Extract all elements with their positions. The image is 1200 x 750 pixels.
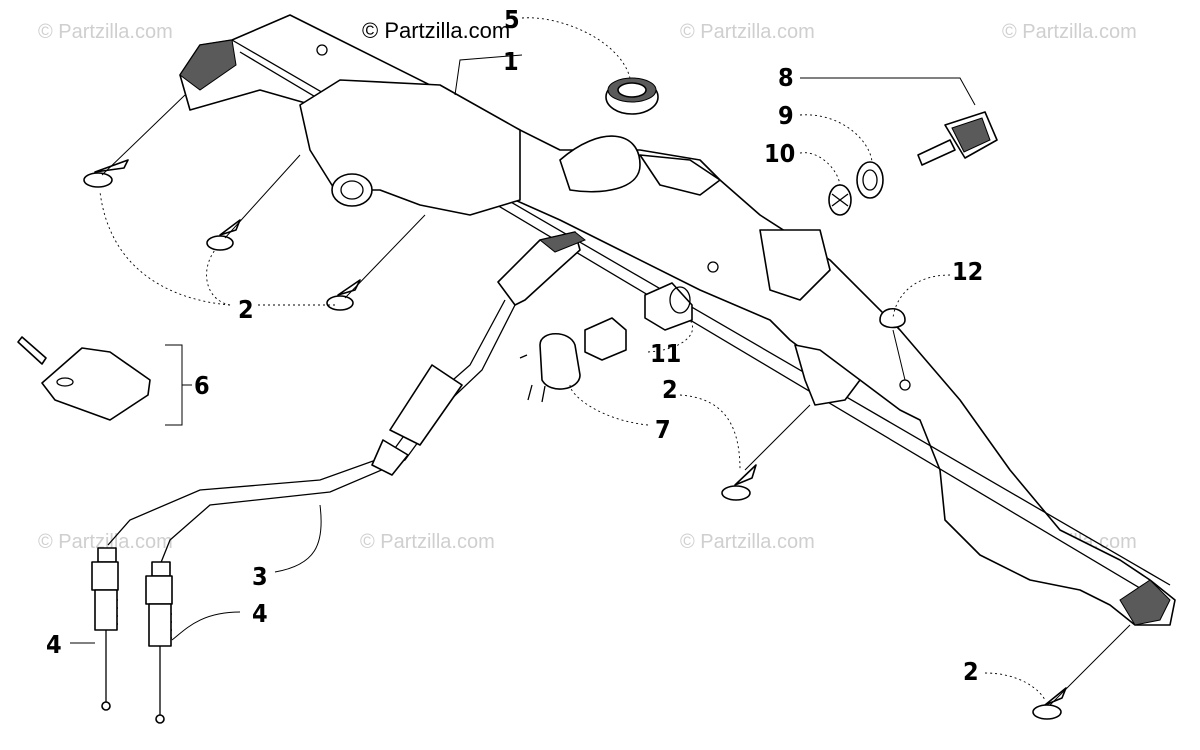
watermark: © Partzilla.com <box>360 531 495 553</box>
cable-connector-left <box>91 547 119 711</box>
watermark: © Partzilla.com <box>1002 21 1137 43</box>
callout-11: 11 <box>650 339 681 368</box>
screw <box>1032 687 1067 720</box>
screw <box>83 159 129 188</box>
callout-3: 3 <box>252 562 268 591</box>
callout-2: 2 <box>662 375 678 404</box>
callout-6: 6 <box>194 371 210 400</box>
wiring-harness <box>107 231 586 566</box>
ignition-key <box>917 111 998 166</box>
callout-2: 2 <box>238 295 254 324</box>
hole-plug <box>879 307 906 329</box>
bracket-clip <box>17 336 151 421</box>
screw <box>721 464 757 501</box>
callout-12: 12 <box>952 257 983 286</box>
watermark: © Partzilla.com <box>680 531 815 553</box>
screw <box>206 219 241 251</box>
leader-lines <box>70 17 1131 706</box>
callout-labels: 1 5 8 9 10 12 11 2 7 2 6 3 4 4 2 <box>46 5 983 686</box>
cable-connector-right <box>145 561 173 724</box>
callout-4: 4 <box>46 630 62 659</box>
switch-sleeve <box>644 282 693 331</box>
callout-9: 9 <box>778 101 794 130</box>
callout-4: 4 <box>252 599 268 628</box>
lock-washer <box>828 184 852 216</box>
callout-7: 7 <box>655 415 671 444</box>
callout-8: 8 <box>778 63 794 92</box>
watermark: © Partzilla.com <box>38 531 173 553</box>
grommet-ring <box>605 77 659 115</box>
watermark: © Partzilla.com <box>680 21 815 43</box>
watermark: © Partzilla.com <box>38 21 173 43</box>
callout-1: 1 <box>503 47 519 76</box>
callout-10: 10 <box>764 139 795 168</box>
key-nut <box>856 161 884 199</box>
copyright-credit: © Partzilla.com <box>362 18 510 43</box>
dash-housing <box>179 14 1176 626</box>
screw <box>326 279 361 311</box>
callout-2: 2 <box>963 657 979 686</box>
ignition-switch <box>519 317 627 403</box>
callout-5: 5 <box>504 5 520 34</box>
